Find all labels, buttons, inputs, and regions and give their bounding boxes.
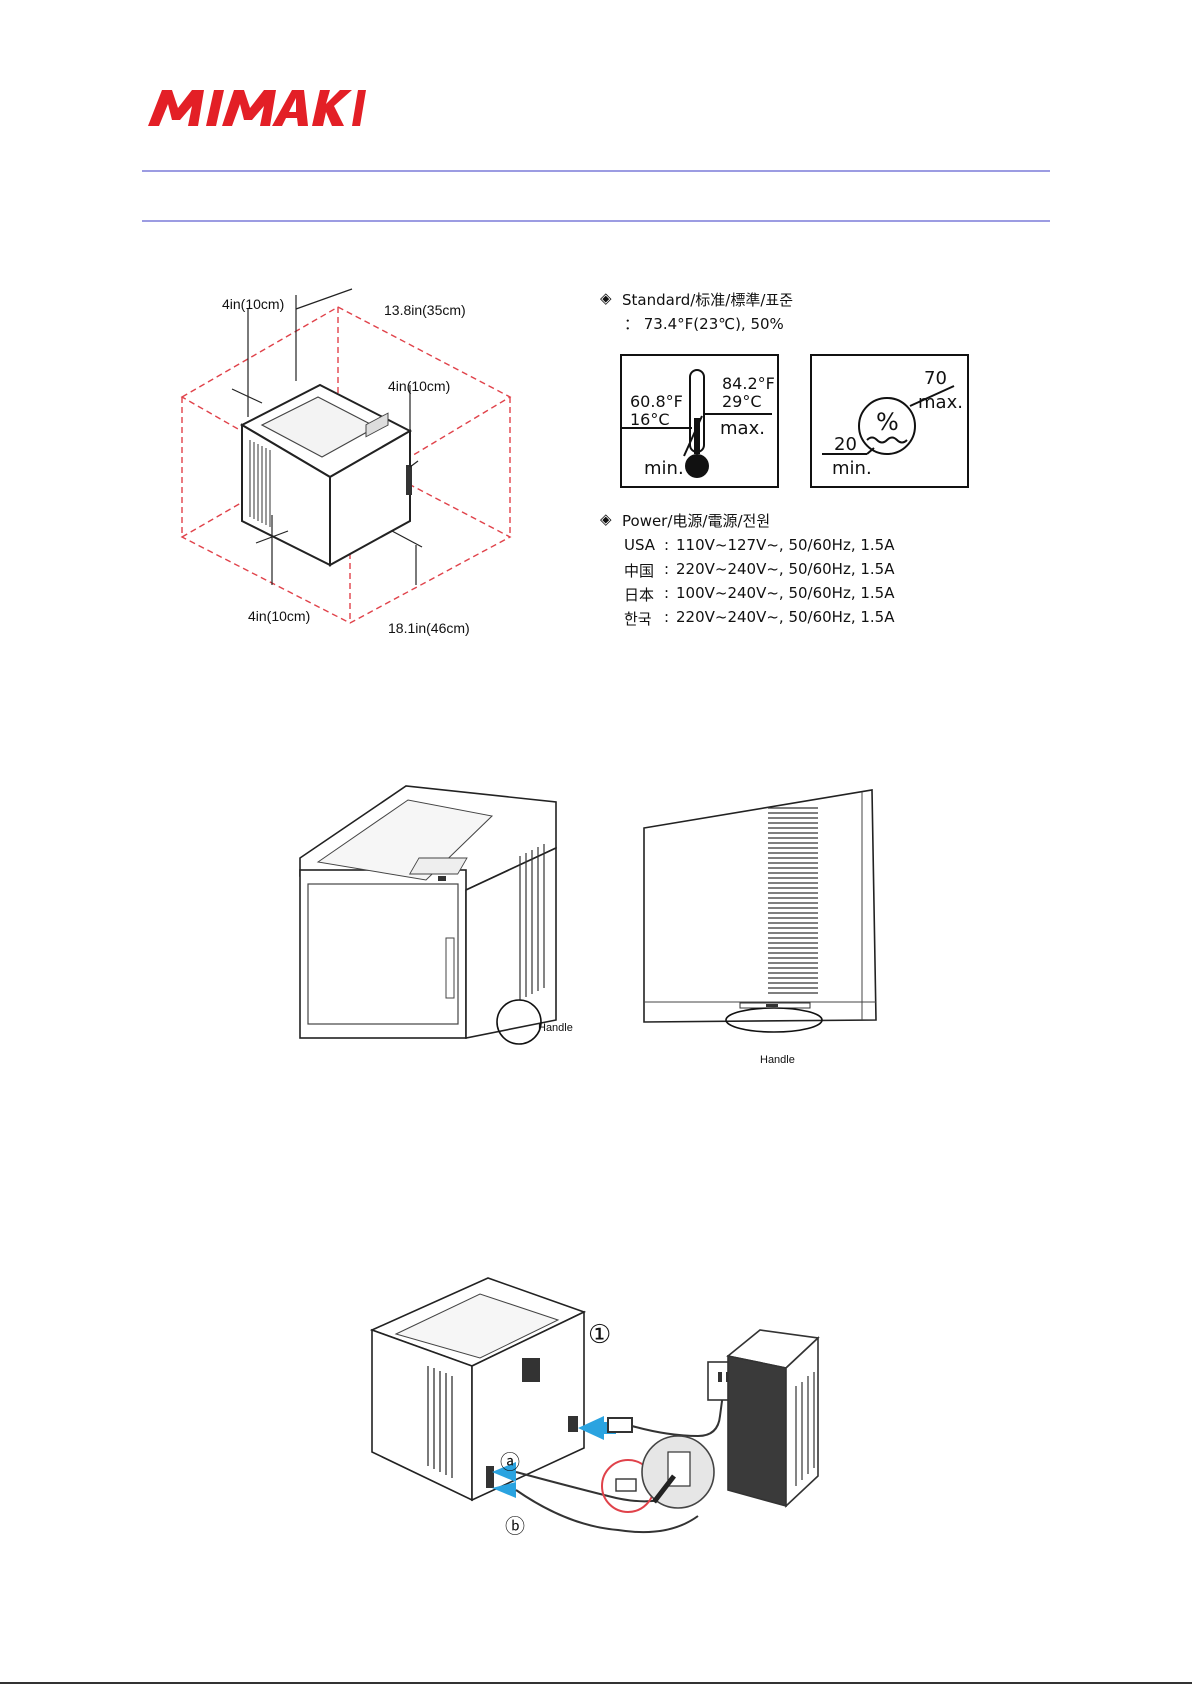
- power-spec: 100V~240V~, 50/60Hz, 1.5A: [676, 584, 895, 602]
- humidity-min-value: 20: [834, 434, 857, 455]
- connection-illustration: [368, 1276, 848, 1576]
- handle-label-front: Handle: [538, 1022, 573, 1034]
- power-bullet-icon: ◈: [600, 510, 612, 528]
- port-b-marker: ⓑ: [505, 1514, 525, 1538]
- thermometer-icon: [622, 369, 772, 478]
- clearance-label-bottom-right: 18.1in(46cm): [388, 620, 470, 636]
- power-region: 中国: [624, 562, 655, 580]
- step-1-marker: ①: [588, 1320, 612, 1350]
- temp-min-label: min.: [644, 458, 684, 479]
- humidity-range-box: % 70 max. 20 min.: [810, 354, 969, 488]
- brand-logo: [148, 86, 366, 130]
- temperature-range-box: 84.2°F 29°C max. 60.8°F 16°C min.: [620, 354, 779, 488]
- standard-bullet-icon: ◈: [600, 289, 612, 307]
- humidity-symbol: %: [876, 408, 899, 436]
- power-heading: Power/电源/電源/전원: [622, 512, 771, 530]
- clearance-label-bottom-left: 4in(10cm): [248, 608, 311, 624]
- port-a-marker: ⓐ: [500, 1450, 520, 1474]
- power-region: 한국: [624, 610, 652, 628]
- temp-min-f: 60.8°F: [630, 392, 683, 411]
- humidity-icon: [822, 385, 955, 455]
- standard-heading: Standard/标准/標準/표준: [622, 291, 794, 309]
- clearance-label-top-left: 4in(10cm): [222, 296, 285, 312]
- clearance-label-top-right: 13.8in(35cm): [384, 302, 466, 318]
- header-rule-top: [142, 170, 1050, 172]
- temp-min-c: 16°C: [630, 410, 670, 429]
- clearance-label-right: 4in(10cm): [388, 378, 451, 394]
- temp-max-f: 84.2°F: [722, 374, 775, 393]
- printer-front-illustration: [296, 780, 596, 1060]
- humidity-max-label: max.: [918, 392, 963, 413]
- handle-label-side: Handle: [760, 1054, 795, 1066]
- humidity-min-label: min.: [832, 458, 872, 479]
- humidity-max-value: 70: [924, 368, 947, 389]
- printer-side-illustration: [640, 786, 890, 1056]
- standard-value: ： 73.4°F(23℃), 50%: [624, 315, 784, 333]
- clearance-diagram: [170, 285, 530, 640]
- power-spec: 220V~240V~, 50/60Hz, 1.5A: [676, 560, 895, 578]
- power-spec: 220V~240V~, 50/60Hz, 1.5A: [676, 608, 895, 626]
- temp-max-label: max.: [720, 418, 765, 439]
- header-rule-bottom: [142, 220, 1050, 222]
- mimaki-logo-icon: [148, 90, 366, 126]
- power-spec: 110V~127V~, 50/60Hz, 1.5A: [676, 536, 895, 554]
- temp-max-c: 29°C: [722, 392, 762, 411]
- page-bottom-rule: [0, 1682, 1192, 1684]
- power-region: USA: [624, 536, 656, 554]
- power-region: 日本: [624, 586, 655, 604]
